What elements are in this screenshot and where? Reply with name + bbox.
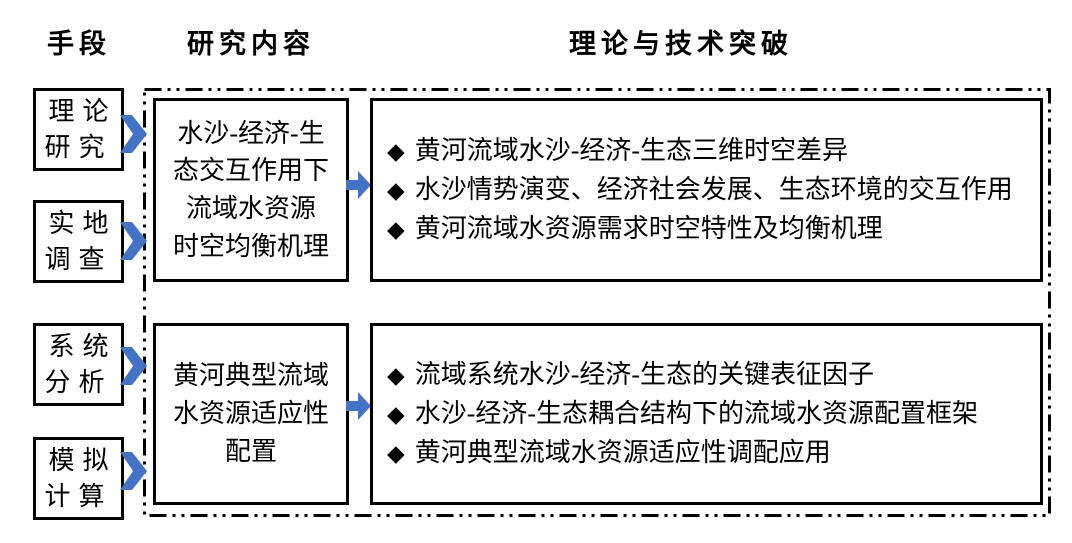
column-header-research-content: 研究内容: [187, 29, 315, 59]
breakthrough-text: 水沙情势演变、经济社会发展、生态环境的交互作用: [414, 174, 1013, 204]
method-label: 系统 分析: [44, 332, 117, 397]
method-label: 理论 研究: [44, 97, 117, 162]
breakthrough-text: 水沙-经济-生态耦合结构下的流域水资源配置框架: [414, 398, 979, 428]
breakthrough-item: ◆ 黄河流域水沙-经济-生态三维时空差异: [387, 132, 848, 171]
research-content-box-2: 黄河典型流域 水资源适应性 配置: [153, 323, 349, 505]
breakthrough-text: 黄河流域水沙-经济-生态三维时空差异: [414, 135, 849, 165]
research-content-text: 水沙-经济-生 态交互作用下 流域水资源 时空均衡机理: [172, 118, 329, 261]
breakthrough-box-2: ◆ 流域系统水沙-经济-生态的关键表征因子 ◆ 水沙-经济-生态耦合结构下的流域…: [370, 323, 1043, 505]
method-box-field-investigation: 实地 调查: [33, 200, 124, 283]
method-box-simulation-calculation: 模拟 计算: [33, 437, 124, 520]
breakthrough-text: 流域系统水沙-经济-生态的关键表征因子: [414, 359, 875, 389]
breakthrough-text: 黄河典型流域水资源适应性调配应用: [414, 437, 831, 467]
method-label: 实地 调查: [44, 209, 117, 274]
breakthrough-box-1: ◆ 黄河流域水沙-经济-生态三维时空差异 ◆ 水沙情势演变、经济社会发展、生态环…: [370, 98, 1043, 282]
diamond-bullet-icon: ◆: [387, 216, 405, 242]
research-content-box-1: 水沙-经济-生 态交互作用下 流域水资源 时空均衡机理: [153, 98, 349, 282]
chevron-right-arrow-icon: [120, 222, 147, 260]
method-box-system-analysis: 系统 分析: [33, 323, 124, 406]
breakthrough-text: 黄河流域水资源需求时空特性及均衡机理: [414, 213, 883, 243]
method-box-theoretical-research: 理论 研究: [33, 88, 124, 171]
method-label: 模拟 计算: [44, 446, 117, 511]
block-right-arrow-icon: [346, 171, 371, 199]
breakthrough-item: ◆ 黄河典型流域水资源适应性调配应用: [387, 434, 831, 473]
block-right-arrow-icon: [346, 392, 371, 420]
breakthrough-item: ◆ 黄河流域水资源需求时空特性及均衡机理: [387, 210, 883, 249]
breakthrough-item: ◆ 水沙-经济-生态耦合结构下的流域水资源配置框架: [387, 395, 978, 434]
chevron-right-arrow-icon: [120, 452, 147, 490]
diamond-bullet-icon: ◆: [387, 440, 405, 466]
diamond-bullet-icon: ◆: [387, 138, 405, 164]
diamond-bullet-icon: ◆: [387, 401, 405, 427]
diamond-bullet-icon: ◆: [387, 177, 405, 203]
column-header-methods: 手段: [47, 29, 111, 59]
breakthrough-item: ◆ 水沙情势演变、经济社会发展、生态环境的交互作用: [387, 171, 1013, 210]
breakthrough-item: ◆ 流域系统水沙-经济-生态的关键表征因子: [387, 356, 874, 395]
column-header-breakthrough: 理论与技术突破: [569, 29, 793, 59]
chevron-right-arrow-icon: [120, 347, 147, 385]
chevron-right-arrow-icon: [120, 115, 147, 153]
diamond-bullet-icon: ◆: [387, 362, 405, 388]
research-content-text: 黄河典型流域 水资源适应性 配置: [172, 361, 329, 466]
